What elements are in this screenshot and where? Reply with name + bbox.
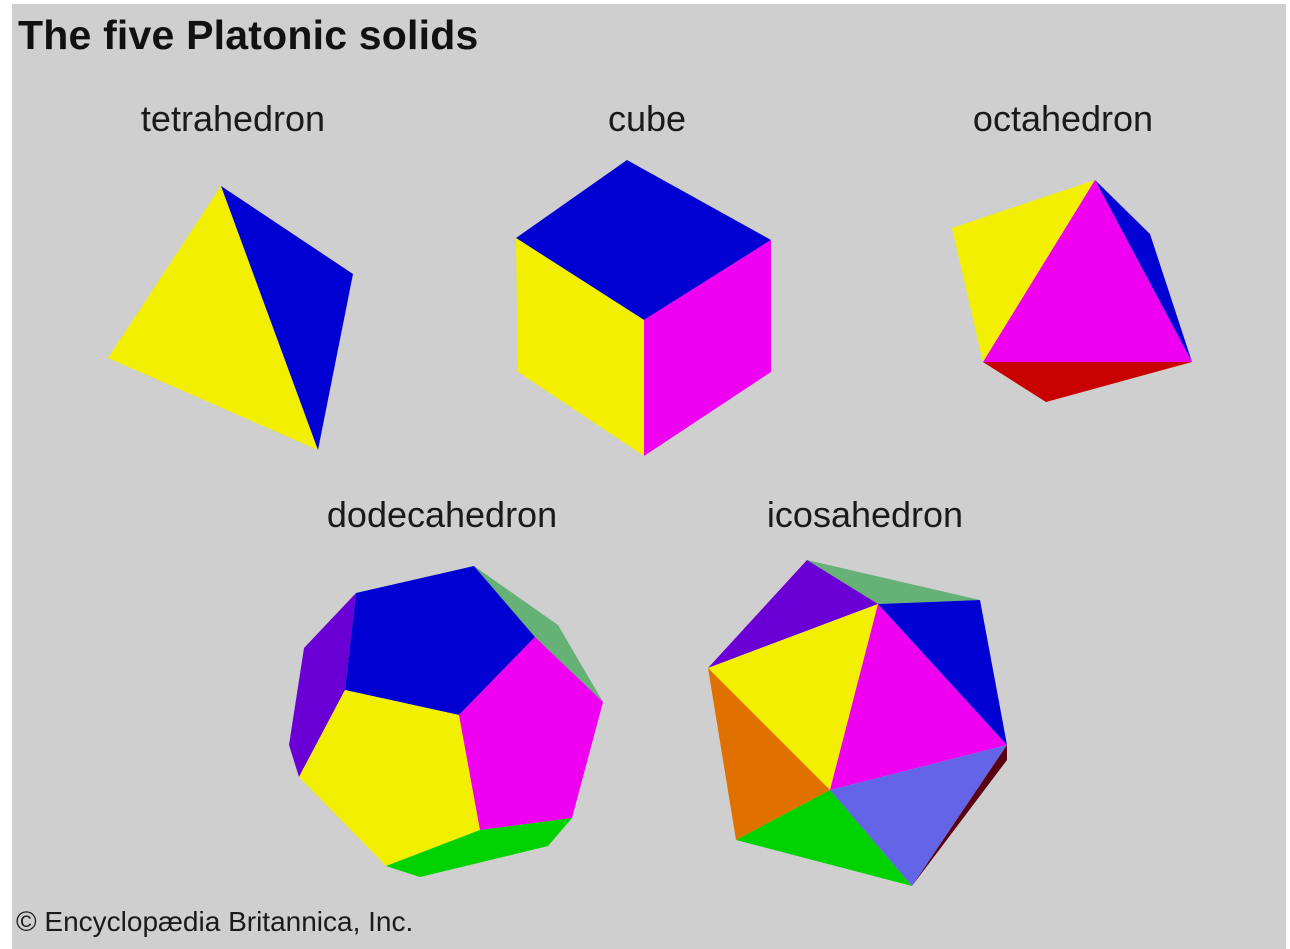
icosahedron-face-magenta <box>830 604 1007 790</box>
cube-face-right <box>644 240 771 456</box>
icosahedron-face-maroon <box>912 745 1007 886</box>
icosahedron-face-blue <box>878 600 1007 745</box>
octahedron-face-red <box>983 362 1192 402</box>
icosahedron-face-periwinkle <box>830 745 1007 886</box>
dodecahedron-face-violet <box>289 593 356 777</box>
icosahedron-face-yellow <box>708 604 878 790</box>
icosahedron-face-seagreen <box>807 560 980 604</box>
dodecahedron-shape <box>289 566 603 877</box>
label-icosahedron: icosahedron <box>766 494 964 535</box>
copyright-notice: © Encyclopædia Britannica, Inc. <box>16 906 414 937</box>
cube-face-top <box>516 160 771 320</box>
label-tetrahedron: tetrahedron <box>140 98 326 139</box>
cube-face-left <box>516 238 644 456</box>
figure-title: The five Platonic solids <box>18 12 479 58</box>
octahedron-face-yellow <box>952 180 1095 362</box>
icosahedron-face-orange <box>708 668 830 840</box>
label-octahedron: octahedron <box>972 98 1154 139</box>
dodecahedron-face-seagreen <box>474 566 603 702</box>
dodecahedron-face-blue <box>345 566 535 715</box>
label-cube: cube <box>607 98 687 139</box>
icosahedron-face-violet <box>708 560 878 668</box>
octahedron-shape <box>952 180 1192 402</box>
octahedron-face-magenta <box>983 180 1192 362</box>
label-dodecahedron: dodecahedron <box>326 494 558 535</box>
icosahedron-shape <box>708 560 1007 886</box>
tetrahedron-face-blue <box>221 186 353 450</box>
dodecahedron-face-yellow <box>299 690 480 866</box>
dodecahedron-face-green <box>386 818 572 877</box>
cube-shape <box>516 160 771 456</box>
tetrahedron-shape <box>108 186 353 450</box>
tetrahedron-face-yellow <box>108 186 318 450</box>
figure-panel <box>12 4 1286 949</box>
dodecahedron-face-magenta <box>459 637 603 830</box>
icosahedron-face-green <box>736 790 912 886</box>
